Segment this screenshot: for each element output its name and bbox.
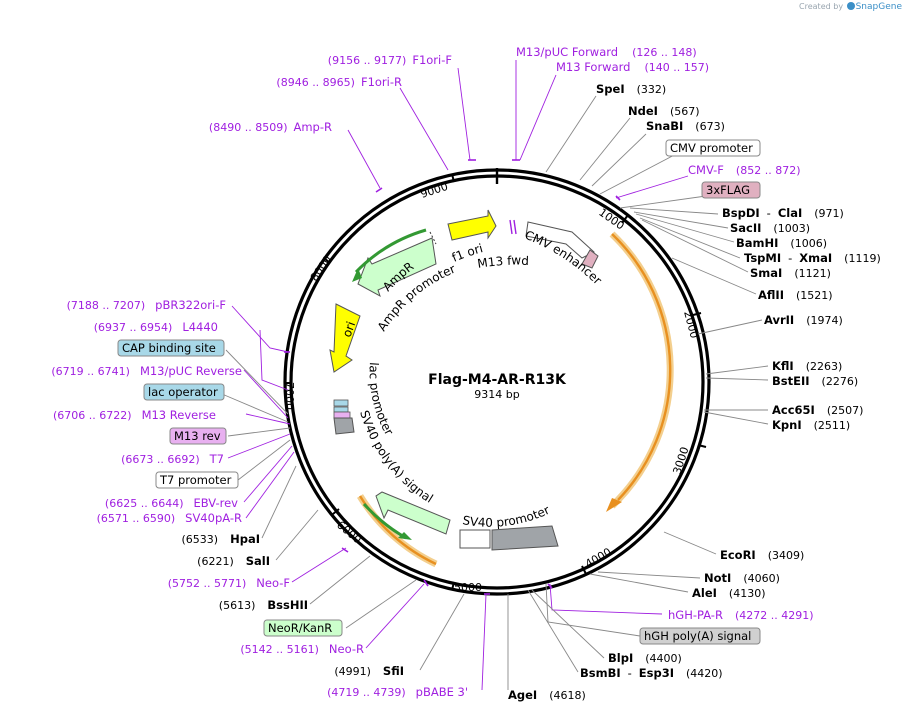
feature-ori <box>329 303 361 373</box>
primer-f1ori-r: (8946 .. 8965)F1ori-R <box>276 75 402 89</box>
feature-cap-binding-label: CAP binding site <box>122 341 216 355</box>
feature-sv40-promoter <box>491 525 559 551</box>
feature-sv40-promoter-white <box>459 529 491 549</box>
site-sali: (6221)SalI <box>197 554 270 568</box>
plasmid-size: 9314 bp <box>474 388 519 401</box>
site-blpi: BlpI(4400) <box>608 651 682 665</box>
primer-pbabe-3: (4719 .. 4739)pBABE 3' <box>327 685 468 699</box>
feature-cap-box <box>333 399 349 407</box>
feature-cmv-promoter-label: CMV promoter <box>670 141 753 155</box>
box-m13-rev <box>169 427 227 445</box>
site-bsmbi-esp3i: BsmBI-Esp3I(4420) <box>580 666 723 680</box>
feature-lac-operator-label: lac operator <box>148 385 218 399</box>
site-sfii: (4991)SfiI <box>334 664 404 678</box>
feature-lacop-box <box>333 406 349 413</box>
site-kpni: KpnI(2511) <box>772 418 850 432</box>
primer-m13-puc-forward: M13/pUC Forward(126 .. 148) <box>516 45 697 59</box>
box-neokan <box>263 619 343 637</box>
feature-label-ori: ori <box>340 320 358 339</box>
tick-label: 5000 <box>454 581 482 594</box>
feature-3xflag-label: 3xFLAG <box>706 183 750 197</box>
feature-label-m13-fwd: M13 fwd <box>476 254 529 271</box>
site-bamhi: BamHI(1006) <box>736 236 827 250</box>
primer-m13-forward: M13 Forward(140 .. 157) <box>556 60 709 74</box>
primer-cmv-f: CMV-F(852 .. 872) <box>688 163 800 177</box>
feature-3xflag-mark <box>581 249 599 269</box>
feature-lac-box <box>333 411 351 419</box>
feature-ampr <box>357 237 437 298</box>
tick-label: 8000 <box>308 253 335 283</box>
box-3xflag <box>701 181 761 199</box>
site-tspmi-xmai: TspMI-XmaI(1119) <box>744 251 881 265</box>
primer-ebv-rev: (6625 .. 6644)EBV-rev <box>105 496 238 510</box>
arrowhead <box>398 532 412 540</box>
site-bspdi-clai: BspDI-ClaI(971) <box>722 206 844 220</box>
site-ndei: NdeI(567) <box>628 104 700 118</box>
site-alei: AleI(4130) <box>692 586 766 600</box>
primer-neo-f: (5752 .. 5771)Neo-F <box>168 576 290 590</box>
feature-arc-orange <box>611 233 672 501</box>
snapgene-logo-icon <box>846 2 855 10</box>
box-cap-binding <box>117 339 225 357</box>
feature-m13-rev-label: M13 rev <box>174 429 221 443</box>
feature-t7-gray <box>333 417 355 435</box>
site-bsshii: (5613)BssHII <box>219 598 308 612</box>
feature-sv40-polya <box>375 491 451 535</box>
site-noti: NotI(4060) <box>704 571 780 585</box>
snapgene-watermark: Created by SnapGene <box>799 2 902 12</box>
site-smai: SmaI(1121) <box>750 266 831 280</box>
site-ecori: EcoRI(3409) <box>720 548 804 562</box>
feature-tick <box>509 219 513 235</box>
feature-label-sv40-promoter: SV40 promoter <box>461 503 551 530</box>
svg-text:SV40 promoter: SV40 promoter <box>461 503 551 530</box>
primer-m13-reverse: (6706 .. 6722)M13 Reverse <box>53 408 216 422</box>
primer-hgh-pa-r: hGH-PA-R(4272 .. 4291) <box>668 608 814 622</box>
site-spei: SpeI(332) <box>596 82 666 96</box>
site-kfli: KflI(2263) <box>772 359 842 373</box>
arrowhead <box>606 498 622 512</box>
scale-ticks <box>284 173 707 591</box>
site-bsteii: BstEII(2276) <box>772 374 858 388</box>
site-aflii: AflII(1521) <box>758 288 833 302</box>
plasmid-name: Flag-M4-AR-R13K <box>428 372 567 388</box>
primer-m13-puc-reverse: (6719 .. 6741)M13/pUC Reverse <box>51 364 242 378</box>
site-hpai: (6533)HpaI <box>182 532 260 546</box>
box-lac-operator <box>143 383 225 401</box>
primer-marks <box>284 159 621 595</box>
box-hgh-polya <box>639 627 761 645</box>
feature-arc-orange-outline <box>609 231 674 509</box>
primer-l4440: (6937 .. 6954)L4440 <box>94 320 218 334</box>
primer-sv40pa-r: (6571 .. 6590)SV40pA-R <box>97 511 242 525</box>
site-sacii: SacII(1003) <box>730 221 810 235</box>
feature-hgh-polya-label: hGH poly(A) signal <box>644 629 751 643</box>
arrowhead <box>352 268 362 282</box>
site-snabi: SnaBI(673) <box>646 119 725 133</box>
site-agei: AgeI(4618) <box>508 688 586 702</box>
tick-label: 7000 <box>283 382 296 410</box>
feature-tick <box>513 219 517 235</box>
primer-neo-r: (5142 .. 5161)Neo-R <box>240 642 364 656</box>
feature-cmv-enhancer <box>525 221 595 259</box>
feature-neokan-label: NeoR/KanR <box>268 621 332 635</box>
site-acc65i: Acc65I(2507) <box>772 403 863 417</box>
svg-text:SV40 poly(A) signal: SV40 poly(A) signal <box>357 409 435 506</box>
ampr-dark-arc <box>354 228 427 274</box>
feature-f1-ori <box>447 209 497 241</box>
svg-text:M13 fwd: M13 fwd <box>476 254 529 271</box>
primer-pbr322ori-f: (7188 .. 7207)pBR322ori-F <box>67 298 226 312</box>
feature-t7-promoter-label: T7 promoter <box>159 473 232 487</box>
feature-label-sv40-polya: SV40 poly(A) signal <box>357 409 435 506</box>
box-t7-promoter <box>155 471 239 489</box>
primer-f1ori-f: (9156 .. 9177)F1ori-F <box>328 53 452 67</box>
box-cmv-promoter <box>665 139 761 157</box>
primer-t7: (6673 .. 6692)T7 <box>121 452 224 466</box>
site-avrii: AvrII(1974) <box>764 313 843 327</box>
leader-lines <box>221 60 769 691</box>
primer-amp-r: (8490 .. 8509)Amp-R <box>209 120 332 134</box>
